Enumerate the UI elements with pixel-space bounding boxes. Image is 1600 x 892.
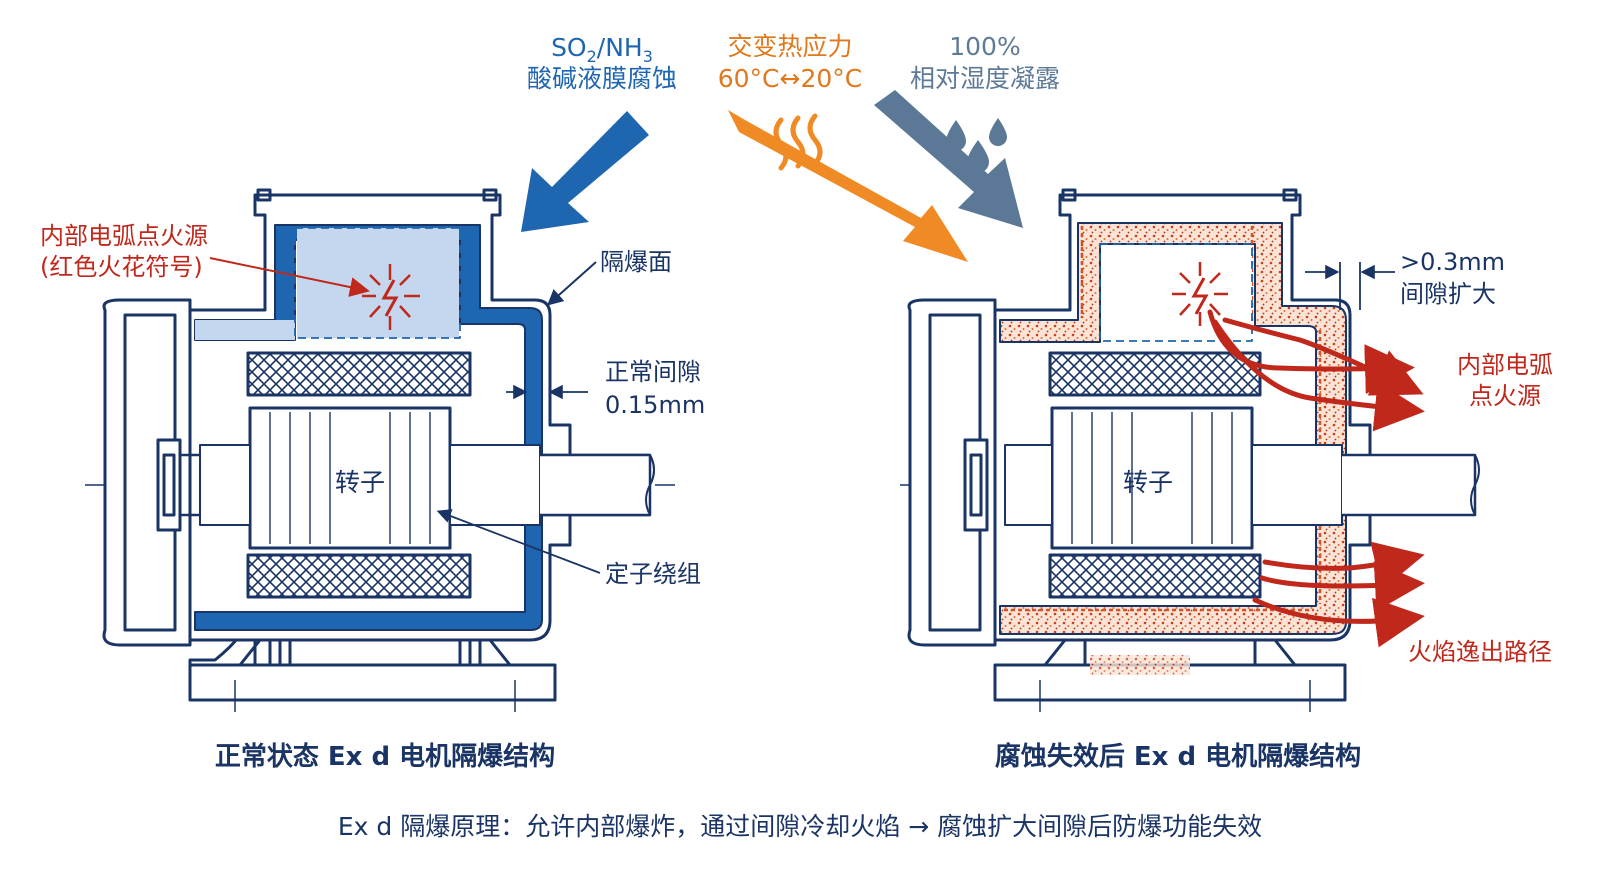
right-gap-label-1: >0.3mm (1400, 248, 1505, 276)
acid-formula-base: SO (551, 33, 587, 62)
left-ignition-label-2: (红色火花符号) (40, 253, 203, 281)
right-spark-icon (1172, 262, 1228, 326)
acid-formula-mid: /NH (597, 33, 643, 62)
acid-formula-sub1: 2 (587, 47, 597, 66)
svg-text:SO2/NH3: SO2/NH3 (551, 33, 653, 66)
thermal-range: 60°C↔20°C (718, 64, 862, 93)
cause-humidity-label: 100% 相对湿度凝露 (910, 32, 1060, 93)
right-gap-dimension (1305, 262, 1395, 310)
left-gap-label-2: 0.15mm (605, 391, 705, 419)
left-stator-label: 定子绕组 (605, 560, 701, 588)
flame-escape-arrows (1207, 309, 1425, 648)
right-diagram-title: 腐蚀失效后 Ex d 电机隔爆结构 (995, 741, 1361, 772)
humidity-value: 100% (949, 32, 1020, 61)
water-droplet-icon (946, 118, 1007, 173)
left-rotor-label: 转子 (335, 468, 385, 497)
right-motor-drawing (900, 188, 1480, 712)
left-stator-leader (436, 509, 601, 574)
left-flame-surface-label: 隔爆面 (600, 248, 672, 276)
heat-wave-icon (773, 113, 823, 171)
left-gap-label-1: 正常间隙 (605, 358, 701, 386)
footer-principle: Ex d 隔爆原理：允许内部爆炸，通过间隙冷却火焰 → 腐蚀扩大间隙后防爆功能失… (338, 812, 1262, 841)
cause-thermal-label: 交变热应力 60°C↔20°C (718, 32, 862, 93)
right-gap-label-2: 间隙扩大 (1400, 280, 1496, 308)
right-rotor-label: 转子 (1123, 468, 1173, 497)
left-motor-drawing (85, 188, 675, 712)
acid-description: 酸碱液膜腐蚀 (527, 64, 677, 93)
right-flame-path-label: 火焰逸出路径 (1408, 638, 1552, 666)
right-arc-label-1: 内部电弧 (1457, 351, 1553, 379)
left-ignition-label-1: 内部电弧点火源 (40, 222, 208, 250)
left-ignition-leader (209, 257, 370, 297)
left-diagram-title: 正常状态 Ex d 电机隔爆结构 (215, 741, 555, 772)
humidity-arrow (874, 90, 1023, 228)
thermal-title: 交变热应力 (727, 32, 852, 61)
humidity-description: 相对湿度凝露 (910, 64, 1060, 93)
acid-formula-sub2: 3 (643, 47, 653, 66)
left-flame-surface-leader (547, 261, 597, 306)
right-arc-label-2: 点火源 (1469, 382, 1541, 410)
acid-arrow (521, 111, 649, 232)
cause-acid-label: SO2/NH3 酸碱液膜腐蚀 (527, 33, 677, 93)
thermal-arrow (728, 110, 968, 262)
